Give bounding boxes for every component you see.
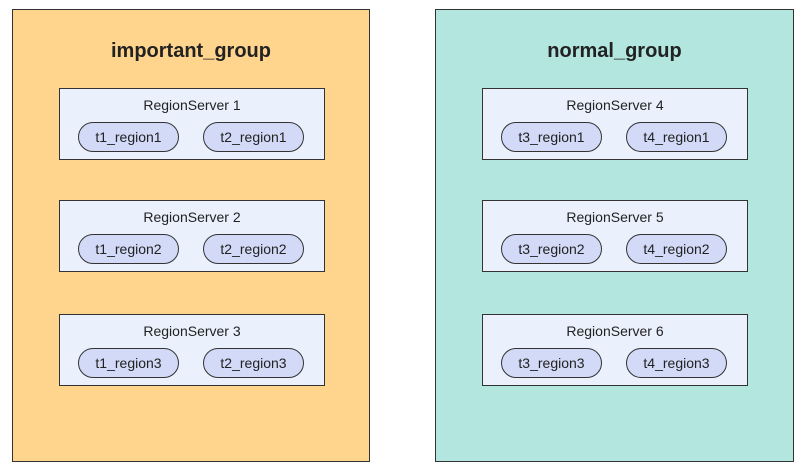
region-t2-region2[interactable]: t2_region2 bbox=[203, 234, 304, 264]
group-normal: normal_group RegionServer 4 t3_region1 t… bbox=[435, 9, 794, 462]
server-label: RegionServer 4 bbox=[566, 97, 664, 113]
region-t3-region1[interactable]: t3_region1 bbox=[501, 122, 602, 152]
server-label: RegionServer 2 bbox=[143, 209, 241, 225]
region-t3-region3[interactable]: t3_region3 bbox=[501, 348, 602, 378]
regionserver-3[interactable]: RegionServer 3 t1_region3 t2_region3 bbox=[59, 314, 325, 386]
regionserver-2[interactable]: RegionServer 2 t1_region2 t2_region2 bbox=[59, 200, 325, 272]
region-t3-region2[interactable]: t3_region2 bbox=[501, 234, 602, 264]
group-title: normal_group bbox=[547, 40, 682, 62]
region-t4-region3[interactable]: t4_region3 bbox=[626, 348, 727, 378]
region-t2-region1[interactable]: t2_region1 bbox=[203, 122, 304, 152]
region-t1-region3[interactable]: t1_region3 bbox=[78, 348, 179, 378]
regionserver-5[interactable]: RegionServer 5 t3_region2 t4_region2 bbox=[482, 200, 748, 272]
region-t2-region3[interactable]: t2_region3 bbox=[203, 348, 304, 378]
server-label: RegionServer 6 bbox=[566, 323, 664, 339]
group-title: important_group bbox=[111, 40, 271, 62]
regionserver-4[interactable]: RegionServer 4 t3_region1 t4_region1 bbox=[482, 88, 748, 160]
region-t4-region1[interactable]: t4_region1 bbox=[626, 122, 727, 152]
region-t1-region1[interactable]: t1_region1 bbox=[78, 122, 179, 152]
group-important: important_group RegionServer 1 t1_region… bbox=[12, 9, 370, 462]
region-t1-region2[interactable]: t1_region2 bbox=[78, 234, 179, 264]
server-label: RegionServer 3 bbox=[143, 323, 241, 339]
server-label: RegionServer 1 bbox=[143, 97, 241, 113]
region-t4-region2[interactable]: t4_region2 bbox=[626, 234, 727, 264]
regionserver-1[interactable]: RegionServer 1 t1_region1 t2_region1 bbox=[59, 88, 325, 160]
server-label: RegionServer 5 bbox=[566, 209, 664, 225]
regionserver-6[interactable]: RegionServer 6 t3_region3 t4_region3 bbox=[482, 314, 748, 386]
